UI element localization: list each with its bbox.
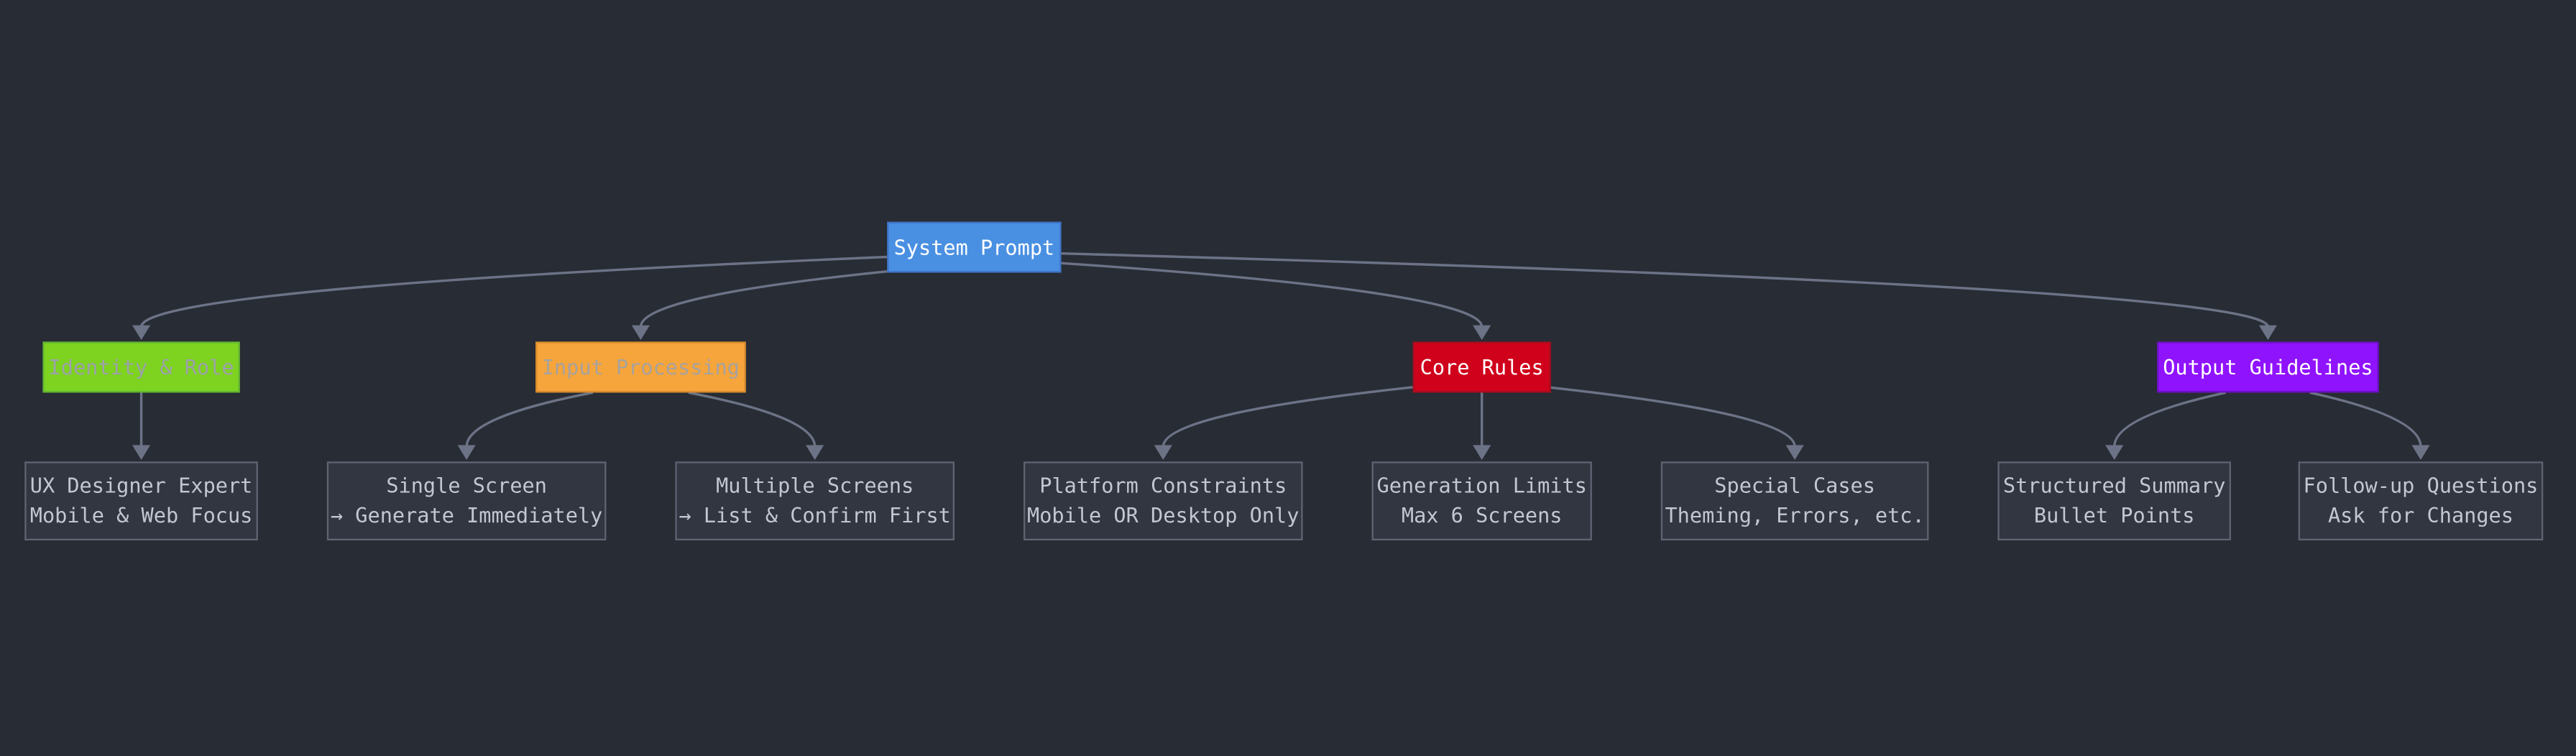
arrowhead-rules (1473, 325, 1491, 341)
node-input-processing: Input Processing (535, 341, 746, 393)
node-line-2: Max 6 Screens (1401, 502, 1563, 527)
node-line-1: Single Screen (386, 473, 547, 498)
node-line-2: Bullet Points (2033, 502, 2195, 527)
connector-input-multiple (688, 391, 816, 447)
node-label: Input Processing (541, 354, 740, 379)
node-line-2: Theming, Errors, etc. (1665, 502, 1925, 527)
connector-rules-special (1550, 386, 1796, 447)
node-line-1: Generation Limits (1376, 473, 1587, 498)
node-label: Output Guidelines (2163, 354, 2373, 379)
node-system-prompt: System Prompt (887, 221, 1062, 273)
node-core-rules: Core Rules (1412, 341, 1551, 393)
arrowhead-limits (1473, 445, 1491, 460)
node-multiple-screens: Multiple Screens → List & Confirm First (675, 461, 954, 540)
node-line-1: UX Designer Expert (29, 473, 253, 498)
node-line-1: Follow-up Questions (2303, 473, 2539, 498)
node-ux-designer-expert: UX Designer Expert Mobile & Web Focus (24, 461, 258, 540)
node-structured-summary: Structured Summary Bullet Points (1997, 461, 2231, 540)
node-line-2: Ask for Changes (2327, 502, 2513, 527)
node-single-screen: Single Screen → Generate Immediately (326, 461, 607, 540)
arrowhead-special (1785, 445, 1804, 460)
node-label: Core Rules (1420, 354, 1544, 379)
node-line-2: → List & Confirm First (678, 502, 951, 527)
node-line-1: Special Cases (1714, 473, 1875, 498)
connector-output-followup (2309, 391, 2422, 447)
node-platform-constraints: Platform Constraints Mobile OR Desktop O… (1023, 461, 1303, 540)
arrowhead-ux (132, 445, 151, 460)
arrowhead-output (2258, 325, 2277, 341)
connector-root-rules (1061, 262, 1484, 328)
node-line-2: Mobile OR Desktop Only (1027, 502, 1300, 527)
arrowhead-followup (2411, 445, 2430, 460)
node-identity-role: Identity & Role (42, 341, 240, 393)
connector-root-identity (139, 255, 888, 328)
node-generation-limits: Generation Limits Max 6 Screens (1371, 461, 1592, 540)
connector-input-single (465, 391, 594, 447)
node-special-cases: Special Cases Theming, Errors, etc. (1660, 461, 1929, 540)
node-output-guidelines: Output Guidelines (2157, 341, 2379, 393)
node-label: System Prompt (893, 234, 1055, 259)
node-label: Identity & Role (48, 354, 234, 379)
arrowhead-single (457, 445, 476, 460)
node-line-1: Platform Constraints (1039, 473, 1287, 498)
node-line-2: Mobile & Web Focus (29, 502, 253, 527)
arrowhead-summary (2105, 445, 2124, 460)
node-line-2: → Generate Immediately (330, 502, 603, 527)
node-line-1: Structured Summary (2002, 473, 2226, 498)
arrowhead-input (631, 325, 650, 341)
arrowhead-multiple (806, 445, 824, 460)
arrowhead-platform (1154, 445, 1172, 460)
connector-output-summary (2112, 391, 2227, 447)
connector-root-input (639, 270, 888, 328)
node-follow-up-questions: Follow-up Questions Ask for Changes (2298, 461, 2544, 540)
node-line-1: Multiple Screens (716, 473, 914, 498)
arrowhead-identity (132, 325, 151, 341)
connector-root-output (1061, 252, 2270, 328)
connector-rules-platform (1162, 386, 1413, 447)
